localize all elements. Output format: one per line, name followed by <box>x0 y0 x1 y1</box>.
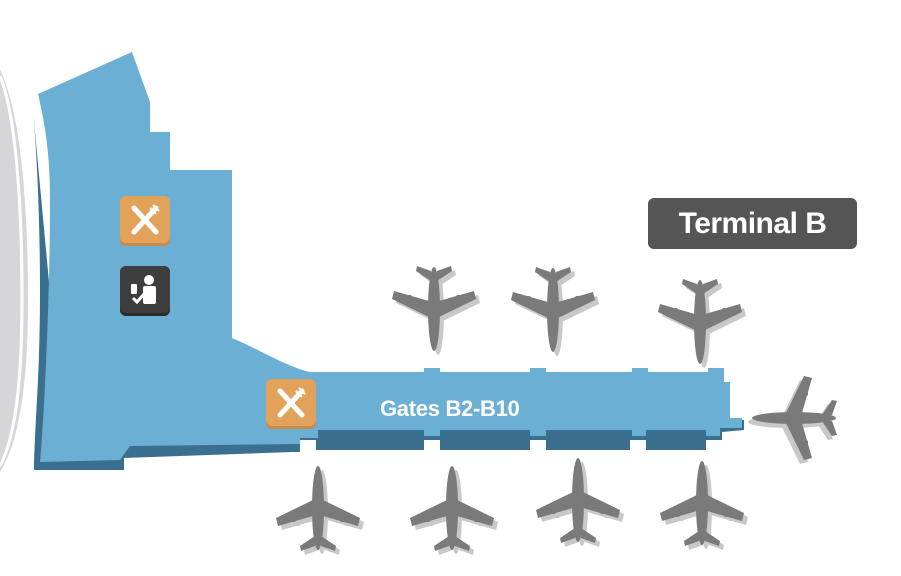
aircraft-south-1 <box>276 466 364 555</box>
restaurant-icon[interactable] <box>266 379 316 429</box>
concourse-label: Gates B2-B10 <box>380 396 520 421</box>
aircraft-south-2 <box>410 466 498 555</box>
security-checkpoint-icon[interactable] <box>120 266 170 316</box>
aircraft-south-4 <box>660 461 748 550</box>
aircraft-east <box>748 376 837 464</box>
aircraft-north-2 <box>511 267 599 356</box>
aircraft-north-1 <box>392 266 480 355</box>
aircraft-north-3 <box>658 279 746 368</box>
terminal-building <box>38 52 742 462</box>
restaurant-icon[interactable] <box>120 196 170 246</box>
terminal-label[interactable]: Terminal B <box>648 198 857 249</box>
adjacent-building <box>0 70 28 472</box>
aircraft-south-3 <box>536 458 624 547</box>
